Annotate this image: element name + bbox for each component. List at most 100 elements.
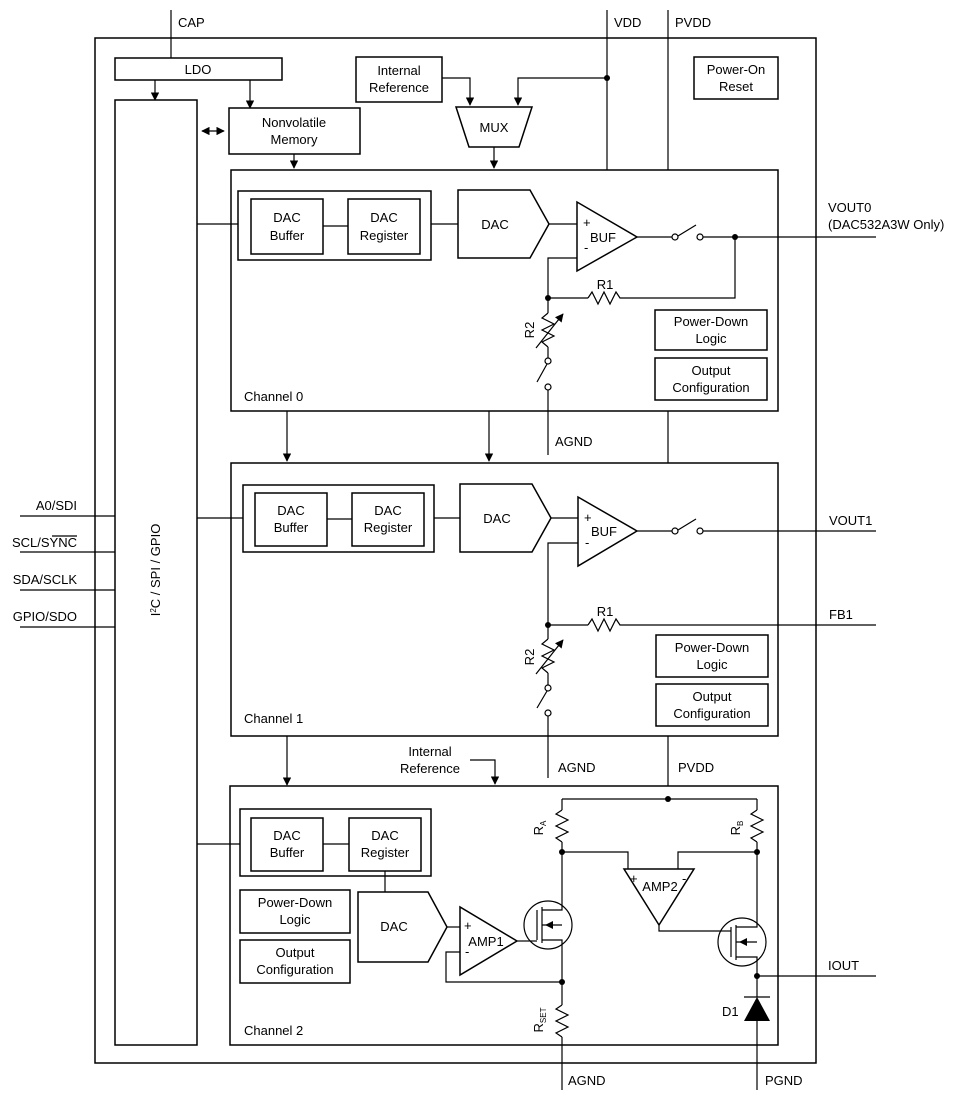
svg-text:-: - [465,944,469,959]
svg-text:+: + [630,871,638,886]
svg-text:+: + [584,510,592,525]
ch0-dac-buffer-line2: Buffer [270,228,305,243]
ch0-dac-register-line2: Register [360,228,409,243]
ch2-diode-d1 [744,997,770,1021]
svg-text:+: + [464,918,472,933]
ch1-buf-label: BUF [591,524,617,539]
ch0-r2-label: R2 [522,322,537,339]
svg-text:-: - [584,240,588,255]
vdd-pin-label: VDD [614,15,641,30]
ch2-agnd-label: AGND [568,1073,606,1088]
ch1-dac-buffer-line2: Buffer [274,520,309,535]
ch0-oc-line1: Output [691,363,730,378]
ch0-buf-label: BUF [590,230,616,245]
a0-sdi-pin-label: A0/SDI [36,498,77,513]
ch2-dac-label: DAC [380,919,407,934]
ch0-buf-amplifier [576,200,639,273]
ch0-dac-label: DAC [481,217,508,232]
ch0-dac-buffer [250,198,324,255]
pgnd-pin-label: PGND [765,1073,803,1088]
ch2-pd-line1: Power-Down [258,895,332,910]
ch0-oc-line2: Configuration [672,380,749,395]
nvm-line1: Nonvolatile [262,115,326,130]
internal-reference-line2: Reference [369,80,429,95]
power-on-reset-line1: Power-On [707,62,766,77]
ch0-title: Channel 0 [244,389,303,404]
ch2-dac-register [348,817,422,872]
ch2-dac-buffer [250,817,324,872]
ch2-dac-register-line2: Register [361,845,410,860]
ch2-power-down-logic [239,889,351,934]
ch1-pd-line1: Power-Down [675,640,749,655]
ch2-pd-line2: Logic [279,912,311,927]
fb1-pin-label: FB1 [829,607,853,622]
interface-block [114,99,198,1046]
power-on-reset-block [693,56,779,100]
ch1-dac-register [351,492,425,547]
internal-reference-block [355,56,443,103]
ch0-pd-line1: Power-Down [674,314,748,329]
svg-text:I2C / SPI / GPIO: I2C / SPI / GPIO [148,524,163,617]
mid-internal-reference-line1: Internal [408,744,451,759]
ch2-dac-buffer-line2: Buffer [270,845,305,860]
ch1-buf-amplifier [577,495,639,568]
mux-block [454,106,534,148]
svg-text:-: - [682,871,686,886]
ch0-dac-register-line1: DAC [370,210,397,225]
ch2-dac-buffer-line1: DAC [273,828,300,843]
ch2-amp1-label: AMP1 [468,934,503,949]
ch2-amp1 [459,905,519,977]
ch0-dac-buffer-line1: DAC [273,210,300,225]
pvdd-mid-label: PVDD [678,760,714,775]
ch1-pd-line2: Logic [696,657,728,672]
ch2-output-configuration [239,939,351,984]
vout1-pin-label: VOUT1 [829,513,872,528]
vout0-pin-label: VOUT0 [828,200,871,215]
ch1-dac-label: DAC [483,511,510,526]
ch1-dac-buffer-line1: DAC [277,503,304,518]
ch1-title: Channel 1 [244,711,303,726]
ch0-agnd-label: AGND [555,434,593,449]
internal-reference-line1: Internal [377,63,420,78]
ch1-r1-label: R1 [597,604,614,619]
ch2-amp2-label: AMP2 [642,879,677,894]
ch2-title: Channel 2 [244,1023,303,1038]
power-on-reset-line2: Reset [719,79,753,94]
ch1-dac-register-line2: Register [364,520,413,535]
mux-label: MUX [480,120,509,135]
ch0-output-configuration [654,357,768,401]
scl-sync-pin-label: SCL/SYNC [12,535,77,550]
ch1-r2-label: R2 [522,649,537,666]
nonvolatile-memory-block [228,107,361,155]
interface-label: C / SPI / GPIO [148,524,163,609]
ch2-oc-line2: Configuration [256,962,333,977]
ch1-oc-line1: Output [692,689,731,704]
ch2-amp2 [622,868,696,927]
ch1-dac [459,483,552,553]
ch1-power-down-logic [655,634,769,678]
ch2-d1-label: D1 [722,1004,739,1019]
ch0-r1-label: R1 [597,277,614,292]
ch1-oc-line2: Configuration [673,706,750,721]
gpio-sdo-pin-label: GPIO/SDO [13,609,77,624]
ch0-dac-register [347,198,421,255]
ch0-pd-line2: Logic [695,331,727,346]
svg-text:+: + [583,215,591,230]
vout0-note: (DAC532A3W Only) [828,217,944,232]
ch0-power-down-logic [654,309,768,351]
pvdd-pin-label: PVDD [675,15,711,30]
ch2-dac-register-line1: DAC [371,828,398,843]
cap-pin-label: CAP [178,15,205,30]
nvm-line2: Memory [271,132,318,147]
ch1-dac-register-line1: DAC [374,503,401,518]
ch2-dac [357,891,448,963]
ch1-dac-buffer [254,492,328,547]
ch2-oc-line1: Output [275,945,314,960]
ch1-agnd-label: AGND [558,760,596,775]
ldo-block [114,57,283,81]
ch1-output-configuration [655,683,769,727]
sda-sclk-pin-label: SDA/SCLK [13,572,78,587]
mid-internal-reference-line2: Reference [400,761,460,776]
iout-pin-label: IOUT [828,958,859,973]
